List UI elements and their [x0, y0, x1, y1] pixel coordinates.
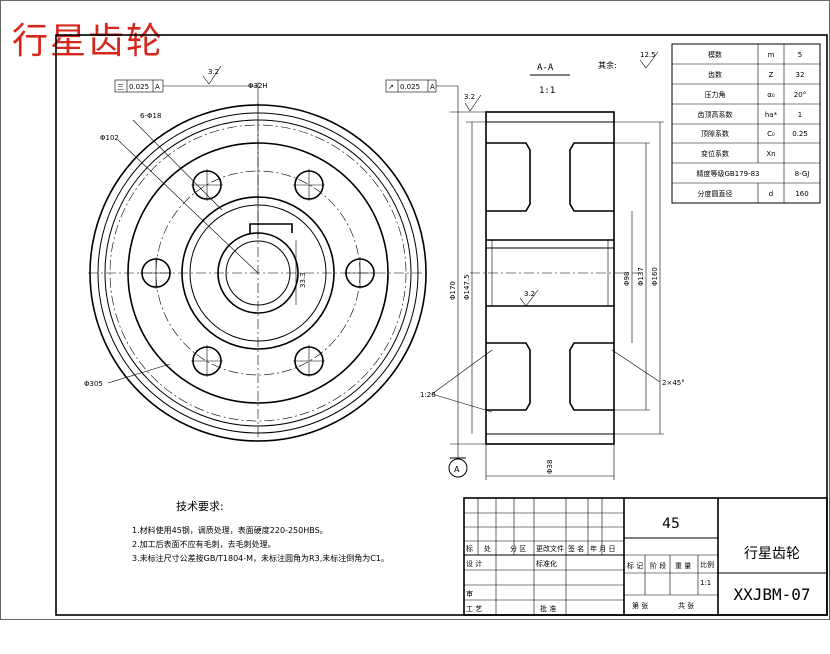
runout-datum: A — [430, 83, 435, 91]
rev-label-2: 分 区 — [510, 544, 526, 553]
inner-frame — [55, 34, 828, 616]
param-sym-4: C₀ — [767, 130, 775, 138]
param-val-7: 160 — [795, 190, 808, 198]
hole-label: 6-Φ18 — [140, 112, 161, 120]
section-scale: 1:1 — [539, 86, 555, 96]
approve-label: 批 准 — [540, 604, 556, 613]
param-sym-0: m — [768, 51, 775, 59]
param-val-1: 32 — [796, 71, 805, 79]
flatness-datum: A — [155, 83, 160, 91]
flatness-value: 0.025 — [129, 83, 149, 91]
stage-label-1: 阶 段 — [650, 561, 666, 570]
review-label: 审 — [466, 589, 473, 598]
tech-item-2: 2.加工后表面不应有毛刺，去毛刺处理。 — [132, 540, 276, 549]
dim-left-2: Φ147.5 — [463, 274, 471, 300]
roughness-left: 3.2 — [464, 93, 475, 101]
other-label: 其余: — [598, 60, 617, 70]
rev-label-1: 处 — [484, 544, 491, 553]
param-name-2: 压力角 — [705, 90, 726, 99]
rev-label-4: 签 名 — [568, 544, 584, 553]
dim-right-1: Φ98 — [623, 272, 631, 286]
param-sym-1: Z — [769, 71, 774, 79]
section-title: A-A — [537, 63, 554, 73]
tech-item-3: 3.未标注尺寸公差按GB/T1804-M，未标注圆角为R3,未标注倒角为C1。 — [132, 554, 389, 563]
bore-label: Φ32H — [248, 82, 268, 90]
rev-label-0: 标 — [466, 544, 473, 553]
stage-label-2: 重 量 — [675, 562, 691, 570]
rev-label-5: 年 月 日 — [590, 544, 615, 553]
section-view-labels: A-A 1:1 其余: 12.5 ↗ 0.025 A 3.2 3.2 Φ170 … — [388, 51, 685, 474]
param-sym-2: α₀ — [767, 91, 775, 99]
runout-value: 0.025 — [400, 83, 420, 91]
sheet-label-0: 第 张 — [632, 601, 648, 610]
other-roughness: 12.5 — [640, 51, 656, 59]
process-label: 工 艺 — [466, 605, 482, 613]
dim-right-3: Φ160 — [651, 267, 659, 286]
param-name-0: 模数 — [708, 50, 722, 59]
title-block-text: 45 行星齿轮 XXJBM-07 比例 1:1 标 处 分 区 更改文件 签 名… — [466, 516, 811, 613]
param-val-4: 0.25 — [792, 130, 808, 138]
param-name-7: 分度圆直径 — [698, 189, 733, 198]
param-name-3: 齿顶高系数 — [698, 110, 733, 119]
sheet-label-1: 共 张 — [678, 601, 694, 610]
material: 45 — [662, 516, 680, 532]
param-name-4: 顶隙系数 — [701, 129, 729, 138]
front-view-labels: 三 0.025 A 3.2 Φ32H 6-Φ18 Φ102 Φ305 33.3 — [84, 68, 307, 388]
part-name: 行星齿轮 — [744, 546, 800, 562]
param-sym-7: d — [769, 190, 773, 198]
param-table-text: 模数 m 5 齿数 Z 32 压力角 α₀ 20° 齿顶高系数 ha* 1 顶隙… — [696, 50, 809, 198]
scale-value: 1:1 — [700, 579, 711, 587]
tech-item-1: 1.材料使用45钢，调质处理，表面硬度220-250HBS。 — [132, 526, 328, 535]
section-view — [385, 51, 664, 480]
param-sym-5: Xn — [766, 150, 775, 158]
tech-heading: 技术要求: — [176, 500, 224, 513]
dim-left-1: Φ170 — [449, 281, 457, 300]
param-val-2: 20° — [794, 91, 806, 99]
title-block — [463, 497, 828, 616]
datum-label: A — [454, 465, 460, 474]
design-label: 设 计 — [466, 559, 482, 568]
od-label: Φ305 — [84, 380, 103, 388]
rev-label-3: 更改文件 — [536, 544, 564, 553]
flatness-symbol: 三 — [117, 83, 124, 91]
param-name-6: 精度等级GB179-83 — [696, 169, 759, 178]
param-table — [671, 43, 821, 204]
dim-right-2: Φ137 — [637, 267, 645, 286]
width-label: Φ38 — [546, 460, 554, 474]
runout-symbol: ↗ — [388, 83, 394, 91]
standard-label: 标准化 — [536, 559, 557, 568]
watermark-title: 行星齿轮 — [12, 21, 165, 62]
taper-label: 1:20 — [420, 391, 436, 399]
keyway-label: 33.3 — [299, 272, 307, 288]
scale-label: 比例 — [700, 560, 714, 569]
tech-requirements: 技术要求: 1.材料使用45钢，调质处理，表面硬度220-250HBS。 2.加… — [132, 500, 452, 566]
param-val-6: 8-GJ — [795, 170, 810, 178]
chamfer-label: 2×45° — [662, 379, 685, 387]
roughness-top: 3.2 — [208, 68, 219, 76]
param-sym-3: ha* — [765, 111, 778, 119]
front-view — [88, 65, 428, 445]
pcd-label: Φ102 — [100, 134, 119, 142]
stage-label-0: 标 记 — [627, 561, 643, 570]
drawing-no: XXJBM-07 — [733, 585, 810, 604]
roughness-bore: 3.2 — [524, 290, 535, 298]
param-val-0: 5 — [798, 51, 802, 59]
param-val-3: 1 — [798, 111, 802, 119]
param-name-5: 变位系数 — [701, 149, 729, 158]
param-name-1: 齿数 — [708, 70, 722, 79]
